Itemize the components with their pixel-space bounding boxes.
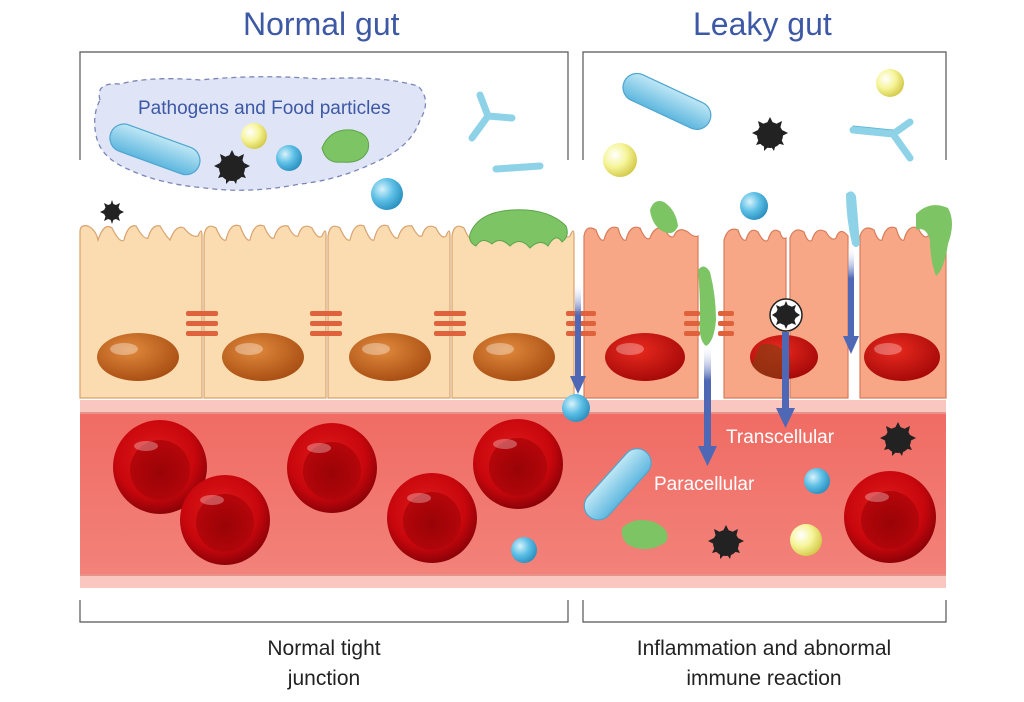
yellow-particles [241,69,904,556]
blue-particle [371,178,403,210]
leaky-cell [723,228,849,399]
blue-particles [276,145,830,563]
normal-cell [79,225,203,399]
normal-gut-title: Normal gut [243,6,400,42]
blue-particle [511,537,537,563]
normal-caption: Normal tight junction [194,634,454,694]
food-particle [698,266,716,346]
blue-particle [562,394,590,422]
rod-bacterium [622,72,712,130]
microbe-entering [846,191,860,247]
normal-section-bracket-bottom [79,600,569,623]
leaky-section-bracket-top [582,51,947,160]
food-particle [650,201,678,234]
blue-particle [804,468,830,494]
rod-bacterium [583,448,652,521]
normal-epithelium [79,224,575,399]
yellow-particle [876,69,904,97]
spiked-pathogen [880,422,916,456]
red-blood-cell [844,471,936,563]
spiked-pathogen [214,150,250,184]
red-blood-cell [473,419,563,509]
pathogens-label: Pathogens and Food particles [138,98,390,119]
spiked-pathogen [752,117,788,151]
leaky-epithelium [583,226,947,399]
food-particle [621,520,668,550]
leaky-caption: Inflammation and abnormal immune reactio… [604,634,924,694]
leaky-gut-title: Leaky gut [693,6,832,42]
red-blood-cell [113,420,207,514]
branched-microbe-outline [852,125,894,131]
transcellular-arrow [776,246,859,428]
yellow-particle [790,524,822,556]
blue-particle [740,192,768,220]
spiked-pathogen [708,525,744,559]
paracellular-arrow [570,282,717,466]
normal-cell [203,224,327,399]
food-particle [321,129,370,163]
normal-caption-line2: junction [287,667,361,690]
yellow-particle [603,143,637,177]
yellow-particle [241,123,267,149]
leaky-caption-line1: Inflammation and abnormal [636,637,892,660]
transcellular-label: Transcellular [726,427,835,448]
branched-microbe [468,91,914,173]
normal-caption-line1: Normal tight [267,637,381,660]
normal-cell [451,224,575,399]
food-particle [916,205,952,276]
tight-junctions-normal [186,311,466,336]
red-blood-cell [287,423,377,513]
leaky-cell [583,226,699,399]
red-blood-cell [387,473,477,563]
food-particle [469,209,568,249]
red-blood-cells [113,419,936,565]
normal-section-bracket-top [79,51,569,160]
spiked-pathogen [100,200,124,224]
leaky-caption-line2: immune reaction [686,667,842,690]
normal-cell [327,224,451,399]
leaky-section-bracket-bottom [582,600,947,623]
blue-particle [276,145,302,171]
red-blood-cell [180,475,270,565]
leaky-cell [859,226,947,399]
paracellular-label: Paracellular [654,474,755,495]
rod-bacterium [109,123,201,176]
spiked-pathogen-in-cell [769,298,803,332]
